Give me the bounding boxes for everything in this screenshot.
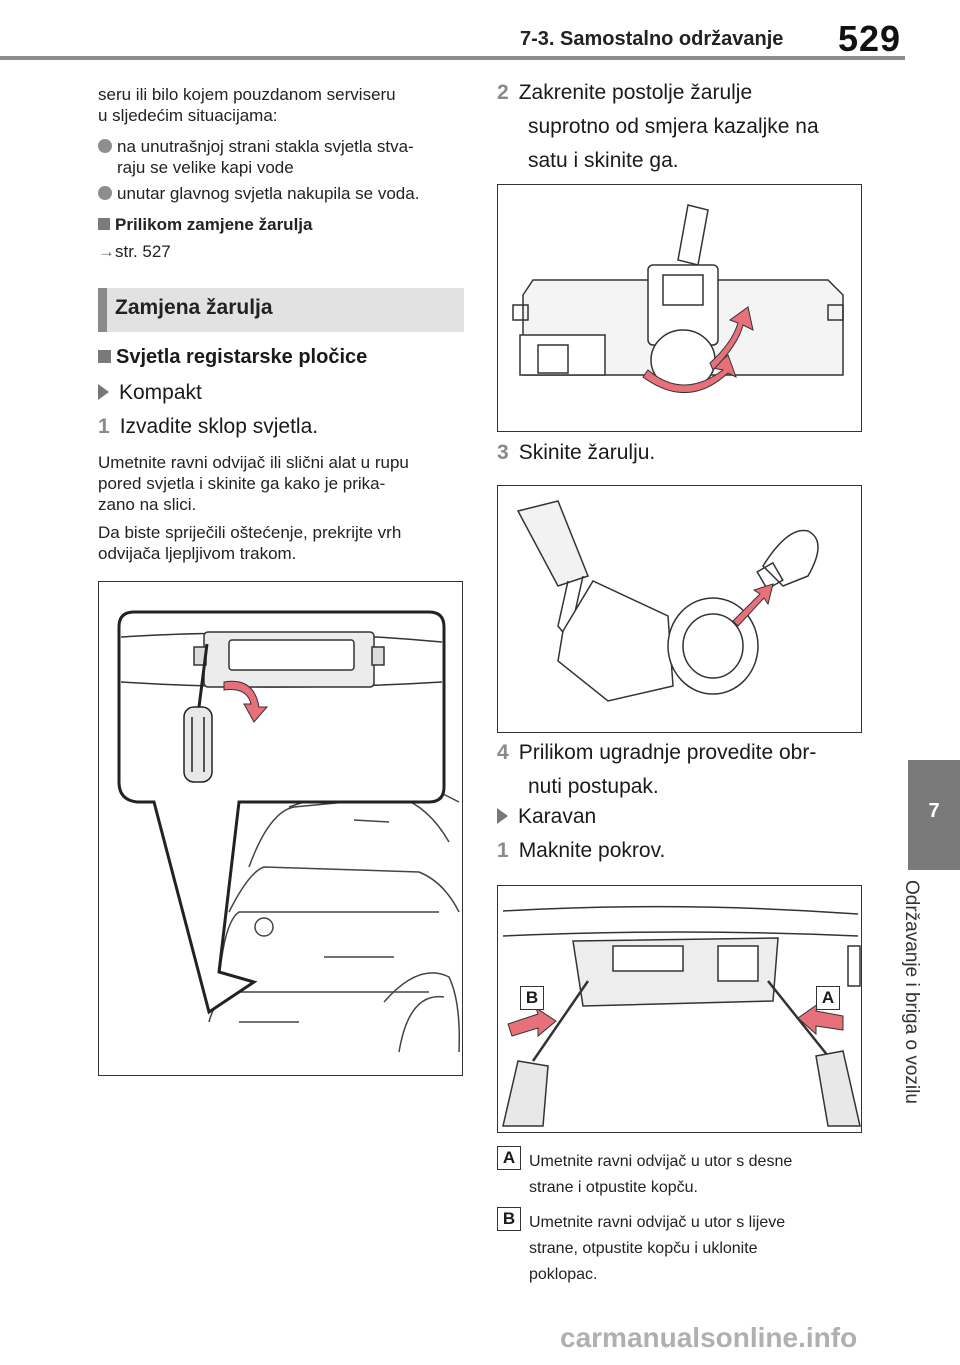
section-title: 7-3. Samostalno održavanje [520, 28, 784, 50]
paragraph-line: zano na slici. [98, 495, 197, 514]
bullet-icon [98, 186, 112, 200]
legend-label-b: B [497, 1207, 521, 1231]
figure-compact-light-removal [98, 581, 463, 1076]
legend-text: Umetnite ravni odvijač u utor s desne [529, 1153, 793, 1170]
square-bullet-icon [98, 218, 110, 230]
bullet-icon [98, 139, 112, 153]
header-divider [0, 56, 905, 60]
footer-watermark: carmanualsonline.info [560, 1322, 858, 1353]
instruction-paragraph: Umetnite ravni odvijač ili slični alat u… [98, 452, 468, 515]
triangle-bullet-icon [98, 384, 109, 400]
intro-line: u sljedećim situacijama: [98, 106, 278, 125]
paragraph-line: Da biste spriječili oštećenje, prekrijte… [98, 523, 402, 542]
step-number: 2 [497, 81, 509, 104]
chapter-tab [908, 760, 960, 870]
step-item: 4 Prilikom ugradnje provedite obr- nuti p… [497, 736, 897, 804]
step-item: 3 Skinite žarulju. [497, 436, 655, 470]
figure-rotate-socket [497, 184, 862, 432]
step-number: 1 [98, 415, 110, 438]
callout-label-a: A [816, 986, 840, 1010]
chapter-tab-number: 7 [928, 800, 940, 822]
page-reference[interactable]: →str. 527 [98, 241, 171, 262]
intro-paragraph: seru ili bilo kojem pouzdanom serviseru … [98, 84, 468, 126]
bullet-text: raju se velike kapi vode [117, 158, 294, 177]
bullet-text: unutar glavnog svjetla nakupila se voda. [117, 184, 420, 203]
step-number: 1 [497, 839, 509, 862]
step-number: 4 [497, 741, 509, 764]
paragraph-line: odvijača ljepljivom trakom. [98, 544, 297, 563]
legend-text: Umetnite ravni odvijač u utor s lijeve [529, 1214, 786, 1231]
figure-remove-bulb [497, 485, 862, 733]
section-heading-text: Zamjena žarulja [115, 296, 273, 319]
car-rear-illustration [117, 610, 461, 1053]
step-text: suprotno od smjera kazaljke na [528, 115, 819, 138]
bulb-illustration [516, 500, 819, 702]
triangle-bullet-icon [497, 808, 508, 824]
chapter-tab-label: Održavanje i briga o vozilu [896, 880, 960, 1150]
bullet-item: unutar glavnog svjetla nakupila se voda. [98, 183, 478, 204]
step-item: 2 Zakrenite postolje žarulje suprotno od … [497, 76, 897, 178]
variant-heading: Kompakt [98, 376, 202, 410]
legend-label-a: A [497, 1146, 521, 1170]
paragraph-line: pored svjetla i skinite ga kako je prika… [98, 474, 386, 493]
step-text: Skinite žarulju. [518, 441, 656, 464]
bullet-item: na unutrašnjoj strani stakla svjetla stv… [98, 136, 468, 178]
paragraph-line: Umetnite ravni odvijač ili slični alat u… [98, 453, 409, 472]
page-reference-text: str. 527 [115, 242, 171, 261]
subheading-text: Prilikom zamjene žarulja [115, 215, 313, 234]
step-item: 1 Maknite pokrov. [497, 834, 665, 868]
section-heading: Zamjena žarulja [98, 288, 464, 332]
callout-label-b: B [520, 986, 544, 1010]
bullet-text: na unutrašnjoj strani stakla svjetla stv… [117, 137, 414, 156]
legend-text: poklopac. [529, 1266, 598, 1283]
variant-heading: Karavan [497, 800, 596, 834]
step-text: satu i skinite ga. [528, 149, 679, 172]
subsection-heading-text: Svjetla registarske pločice [116, 346, 368, 368]
step-text: Prilikom ugradnje provedite obr- [518, 741, 817, 764]
subsection-heading: Svjetla registarske pločice [98, 346, 367, 369]
chapter-tab-label-text: Održavanje i briga o vozilu [901, 880, 922, 1104]
subheading: Prilikom zamjene žarulja [98, 214, 312, 235]
arrow-right-icon: → [98, 242, 115, 261]
step-item: 1 Izvadite sklop svjetla. [98, 410, 318, 444]
square-bullet-icon [98, 350, 111, 363]
instruction-paragraph: Da biste spriječili oštećenje, prekrijte… [98, 522, 468, 564]
socket-illustration [512, 204, 844, 394]
intro-line: seru ili bilo kojem pouzdanom serviseru [98, 85, 396, 104]
step-text: Maknite pokrov. [518, 839, 666, 862]
figure-remove-cover: B A [497, 885, 862, 1133]
cover-illustration [502, 905, 861, 1127]
step-text: nuti postupak. [528, 775, 659, 798]
legend-text: strane, otpustite kopču i uklonite [529, 1240, 758, 1257]
step-text: Zakrenite postolje žarulje [518, 81, 753, 104]
step-number: 3 [497, 441, 509, 464]
legend-text: strane i otpustite kopču. [529, 1179, 698, 1196]
page-number: 529 [838, 18, 902, 59]
variant-text: Karavan [518, 805, 597, 828]
variant-text: Kompakt [119, 381, 202, 404]
step-text: Izvadite sklop svjetla. [119, 415, 319, 438]
